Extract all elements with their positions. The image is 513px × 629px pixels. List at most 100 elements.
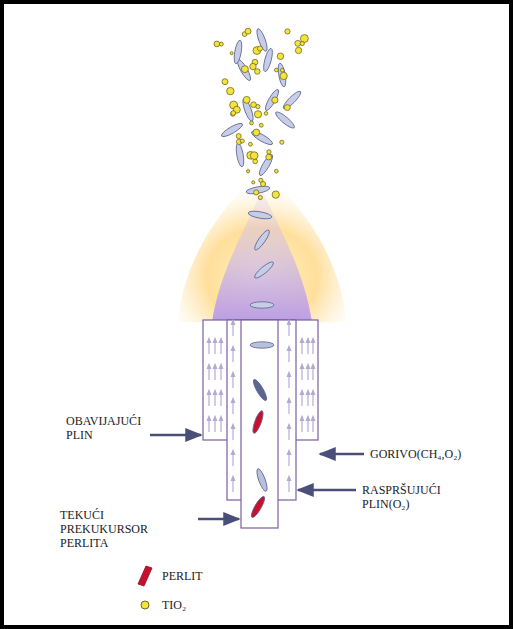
platelet (249, 495, 267, 519)
part-label: RASPRŠUJUĆI PLIN(O₂) (362, 483, 482, 511)
tio2-particle (284, 105, 290, 111)
flow-arrow (312, 366, 314, 380)
tio2-particle (245, 28, 251, 34)
tio2-particle (257, 46, 262, 51)
tio2-particle (280, 140, 284, 144)
tio2-particle (250, 121, 254, 125)
platelet (281, 89, 302, 110)
platelet (253, 260, 275, 280)
flow-arrow (214, 392, 216, 406)
flow-arrow (288, 322, 290, 336)
tio2-particle (236, 134, 241, 139)
flow-arrow (307, 340, 309, 354)
tio2-particle (219, 42, 223, 46)
flow-arrow (214, 366, 216, 380)
platelet (277, 63, 287, 88)
flow-arrow (288, 374, 290, 388)
flame-core (212, 190, 312, 322)
platelet (246, 185, 271, 195)
tio2-particle (250, 63, 256, 69)
tio2-particle (243, 96, 250, 103)
platelet (250, 129, 274, 147)
tio2-sample (141, 601, 149, 609)
tio2-particle (260, 181, 265, 186)
tio2-particle (254, 190, 259, 195)
leader-arrows (150, 435, 364, 519)
flow-arrow (208, 340, 210, 354)
tio2-particle (231, 111, 236, 116)
flow-arrow (312, 340, 314, 354)
tio2-particle (264, 112, 268, 116)
flow-arrow (301, 418, 303, 432)
tio2-particle (247, 170, 250, 173)
flow-arrow (220, 392, 222, 406)
legend-label: TIO₂ (162, 598, 186, 612)
tio2-particle (280, 72, 287, 79)
tio2-particle (250, 152, 258, 160)
flow-arrow (214, 340, 216, 354)
tio2-particle (272, 191, 279, 198)
flow-arrow (307, 366, 309, 380)
platelet (263, 88, 281, 112)
flow-arrow (301, 340, 303, 354)
flow-arrow (232, 400, 234, 414)
platelet (274, 110, 296, 130)
flow-arrow (220, 366, 222, 380)
platelet (220, 121, 244, 139)
flow-arrow (288, 478, 290, 492)
nozzle (203, 320, 318, 528)
flow-arrow (232, 452, 234, 466)
legend-label: PERLIT (162, 569, 203, 583)
flow-arrow (232, 426, 234, 440)
part-label: GORIVO(CH₄,O₂) (370, 447, 495, 461)
platelet (250, 342, 274, 348)
flow-arrows (209, 322, 313, 492)
flow-arrow (208, 418, 210, 432)
platelet (251, 378, 269, 402)
flow-arrow (208, 366, 210, 380)
platelet (251, 410, 265, 435)
flame-glow (178, 172, 346, 322)
tio2-particle (280, 68, 284, 72)
particles (214, 28, 308, 519)
flow-arrow (232, 348, 234, 362)
flow-arrow (220, 418, 222, 432)
flow-arrow (307, 392, 309, 406)
tio2-particle (248, 142, 252, 146)
flow-arrow (288, 426, 290, 440)
flow-arrow (232, 322, 234, 336)
platelet (255, 468, 269, 493)
tio2-particle (259, 123, 263, 127)
tio2-particle (258, 195, 262, 199)
tio2-particle (214, 41, 220, 47)
platelet (233, 40, 243, 65)
flow-arrow (220, 340, 222, 354)
flow-arrow (288, 400, 290, 414)
flow-arrow (307, 418, 309, 432)
tio2-particle (272, 97, 278, 103)
flow-arrow (288, 452, 290, 466)
leader-arrow (150, 434, 201, 437)
tio2-particle (253, 129, 260, 136)
tio2-particle (240, 139, 244, 143)
perlit-sample (138, 566, 152, 586)
tio2-particle (230, 52, 233, 55)
platelet (248, 210, 273, 220)
flow-arrow (312, 392, 314, 406)
tio2-particle (255, 69, 261, 75)
flow-arrow (214, 418, 216, 432)
tio2-particle (274, 68, 278, 72)
inner-tube (241, 320, 278, 528)
tio2-particle (267, 150, 271, 154)
flow-arrow (301, 392, 303, 406)
tio2-particle (266, 154, 272, 160)
platelet (257, 153, 275, 177)
flow-arrow (208, 392, 210, 406)
flow-arrow (301, 366, 303, 380)
part-label: TEKUĆI PREKUKURSOR PERLITA (60, 508, 194, 550)
leader-arrow (320, 453, 364, 456)
tio2-particle (300, 41, 304, 45)
tio2-particle (254, 111, 261, 118)
platelet (235, 143, 245, 168)
